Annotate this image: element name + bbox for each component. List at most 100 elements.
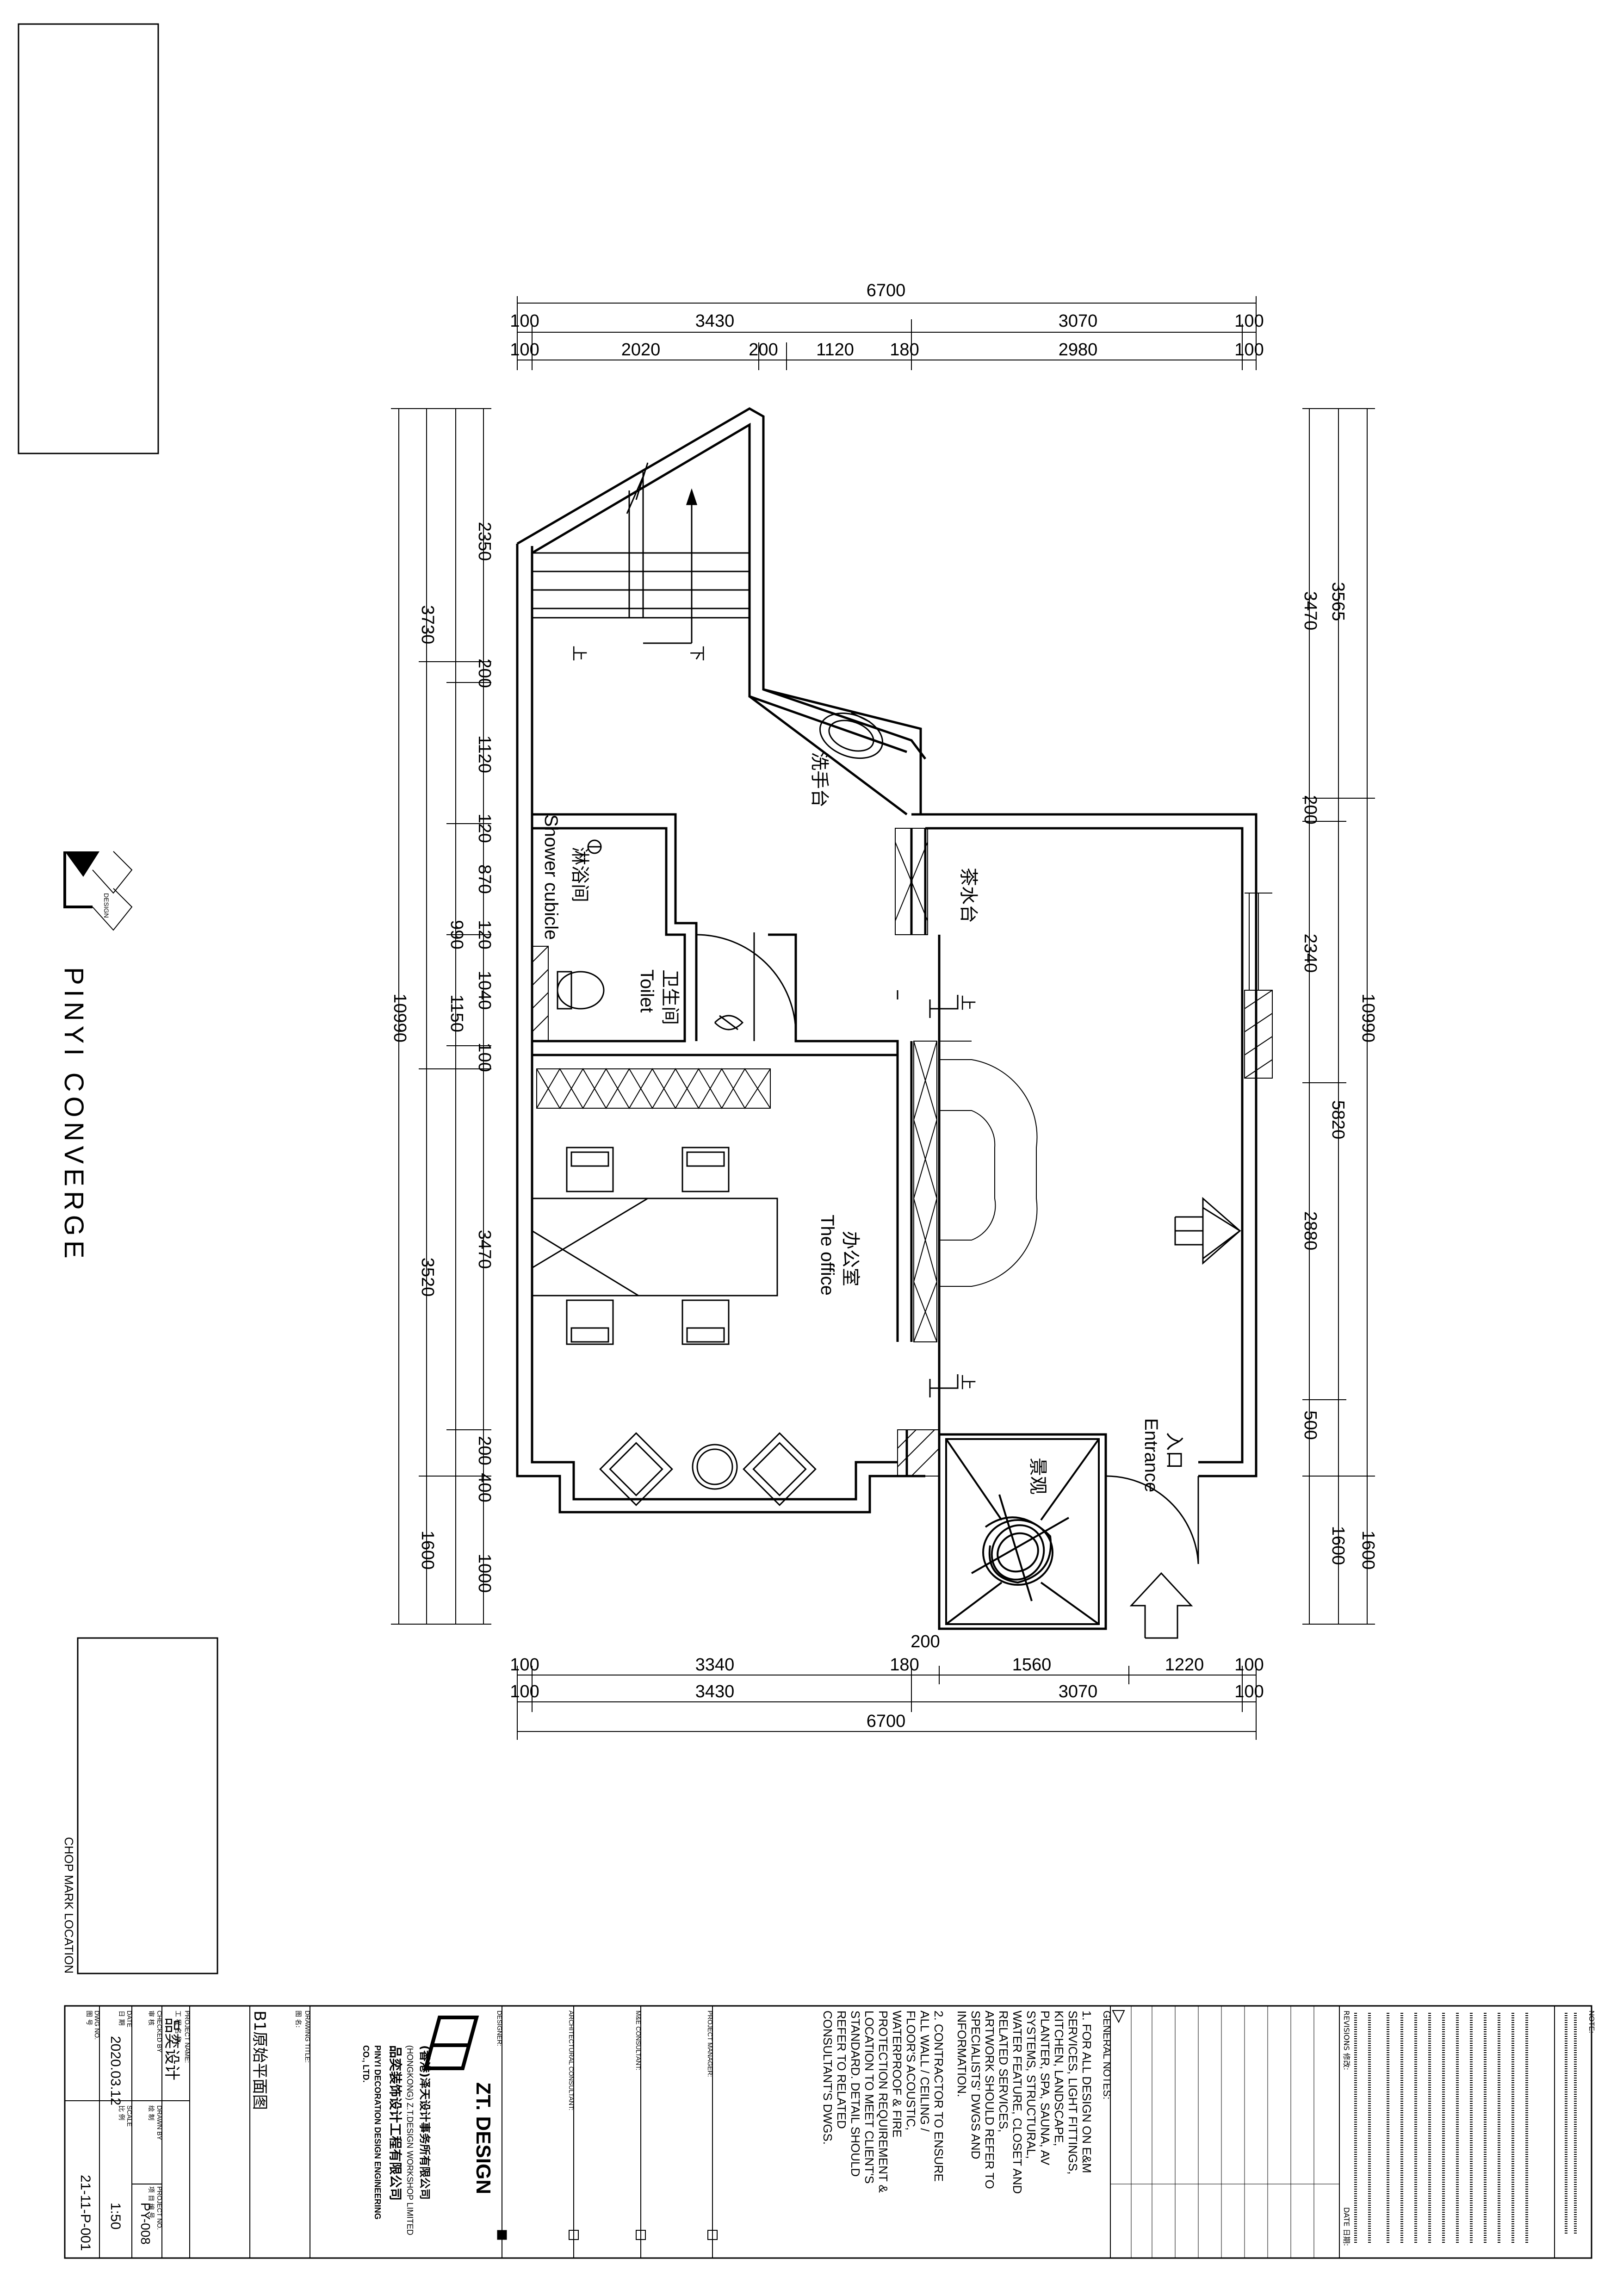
tb-revisions: REVISIONS 修改:: [1342, 2011, 1351, 2070]
dim-overall-right: 10990: [1358, 993, 1378, 1043]
dim: 3340: [695, 1655, 735, 1675]
tb-fine-print: [1354, 2013, 1577, 2244]
chop-mark-label: CHOP MARK LOCATION: [62, 1837, 76, 1973]
tb-drawing-title-label: DRAWING TITLE:: [304, 2011, 311, 2063]
dim: 870: [475, 864, 494, 894]
warning-triangle-icon: [1112, 2010, 1125, 2023]
svg-text:LOCATION TO MEET CLIENT'S: LOCATION TO MEET CLIENT'S: [862, 2011, 876, 2184]
dim: 1220: [1165, 1655, 1204, 1675]
svg-text:INFORMATION.: INFORMATION.: [955, 2011, 969, 2097]
wash-basin: [819, 712, 884, 759]
dim: 100: [1234, 311, 1264, 331]
tb-drawing-title: B1原始平面图: [250, 2011, 269, 2110]
dim: 3470: [475, 1230, 494, 1269]
svg-text:CONSULTANT'S DWGS.: CONSULTANT'S DWGS.: [821, 2011, 835, 2145]
tb-project-name-label: PROJECT NAME:: [184, 2011, 191, 2063]
dim: 5820: [1328, 1100, 1348, 1140]
office-cabinet: [536, 1068, 771, 1109]
tb-note-heading: NOTE:: [1587, 2011, 1595, 2033]
dim: 3730: [418, 605, 437, 645]
stamp-box-top: [18, 23, 159, 454]
dim: 1560: [1012, 1655, 1052, 1675]
dims-right: 10990 3565 5820 1600 3470 200 2340 2880 …: [1301, 582, 1378, 1570]
svg-text:ALL WALL / CEILING /: ALL WALL / CEILING /: [918, 2011, 932, 2132]
dim: 2880: [1301, 1211, 1320, 1251]
label-tea-counter: 茶水台: [958, 868, 979, 923]
dim: 2020: [621, 340, 661, 360]
landscape-feature: [945, 1438, 1100, 1625]
svg-text:RELATED SERVICES,: RELATED SERVICES,: [997, 2011, 1010, 2132]
room-labels: 洗手台 淋浴间 Shower cubicle 卫生间 Toilet 茶水台 办公…: [541, 645, 1185, 1495]
dimension-lines: [391, 296, 1375, 1740]
tb-project-manager: PROJECT MANAGER:: [706, 2011, 714, 2077]
dim: 2350: [475, 522, 494, 561]
label-up-2: 上: [958, 1374, 977, 1390]
dim: 1600: [1358, 1531, 1378, 1570]
dim: 1150: [447, 994, 466, 1032]
logo-triangle-icon: [65, 851, 99, 877]
dim: 100: [1234, 340, 1264, 360]
svg-text:ARTWORK SHOULD REFER TO: ARTWORK SHOULD REFER TO: [983, 2011, 997, 2189]
tea-counter: [895, 828, 928, 935]
dim: 120: [475, 920, 494, 949]
tb-mne: M&E CONSULTANT:: [635, 2011, 642, 2070]
doors: [897, 990, 1241, 1639]
dim-overall-bottom: 6700: [867, 1712, 906, 1731]
dim: 200: [475, 1436, 494, 1465]
logo-mark-icon: [63, 851, 93, 908]
label-toilet-en: Toilet: [637, 969, 657, 1012]
dim: 3520: [418, 1258, 437, 1297]
dim: 100: [1234, 1682, 1264, 1701]
tb-drawn-cn: 绘 制: [147, 2105, 155, 2120]
dim: 200: [911, 1632, 940, 1651]
dim: 200: [475, 658, 494, 688]
tb-project-no-cn: 项 目 编 号: [147, 2186, 155, 2218]
columns: [532, 893, 1273, 1477]
title-block-text: NOTE: REVISIONS 修改: DATE 日期: GENERAL NOT…: [78, 2011, 1595, 2251]
label-up-stair: 上: [570, 645, 588, 661]
svg-text:PLANTER, SPA, SAUNA, AV: PLANTER, SPA, SAUNA, AV: [1038, 2011, 1052, 2166]
dim: 1120: [816, 340, 854, 360]
label-wash-basin: 洗手台: [809, 752, 830, 807]
tb-date: DATE 日期:: [1342, 2207, 1351, 2246]
chop-mark-box: [77, 1637, 218, 1974]
dim: 120: [475, 813, 494, 843]
tb-drawing-title-cn: 图 名:: [294, 2011, 302, 2028]
brand-logo: DESIGN PINYI CONVERGE: [59, 851, 133, 1263]
label-shower-en: Shower cubicle: [541, 814, 561, 940]
dim: 100: [510, 1655, 539, 1675]
tb-company-en3: CO., LTD.: [361, 2045, 371, 2083]
label-up-1: 上: [958, 995, 977, 1011]
tb-date-value: 2020.03.12: [108, 2036, 123, 2105]
dim: 200: [1301, 795, 1320, 824]
dim: 3430: [695, 311, 735, 331]
dim: 100: [510, 311, 539, 331]
dims-top: 6700 100 3430 3070 100 100 2020 200 1120…: [510, 281, 1264, 360]
label-office-en: The office: [817, 1215, 837, 1296]
tb-date-cn: 日 期: [118, 2011, 125, 2025]
dim-overall-left: 10990: [390, 993, 409, 1043]
dim: 3070: [1059, 1682, 1098, 1701]
tb-arch: ARCHITECTURAL CONSULTANT:: [568, 2011, 575, 2110]
label-entrance-en: Entrance: [1141, 1418, 1161, 1492]
dim: 100: [475, 1043, 494, 1072]
dim: 1600: [418, 1531, 437, 1570]
tb-drawn-label: DRAWN BY: [156, 2105, 163, 2141]
tb-company-en1: (HONGKONG) Z.T.DESIGN WORKSHOP LIMITED: [405, 2045, 415, 2235]
dim: 990: [447, 920, 466, 949]
tb-note2: 2. CONTRACTOR TO ENSURE ALL WALL / CEILI…: [821, 2011, 946, 2193]
dim: 400: [475, 1473, 494, 1502]
dim-overall-top: 6700: [867, 281, 906, 300]
svg-text:SPECIALISTS' DWGS AND: SPECIALISTS' DWGS AND: [969, 2011, 983, 2159]
tb-scale-label: SCALE: [126, 2105, 133, 2127]
zt-logo-icon: [423, 2016, 479, 2070]
dim: 1040: [475, 971, 494, 1010]
office-furniture: [531, 1147, 817, 1506]
tb-dwg-no: 21-11-P-001: [78, 2175, 93, 2251]
dim: 1120: [475, 735, 494, 773]
tb-note1: 1. FOR ALL DESIGN ON E&M SERVICES, LIGHT…: [955, 2011, 1094, 2194]
tb-general-notes: GENERAL NOTES:: [1101, 2011, 1113, 2099]
tb-project-name: 品奕设计: [162, 2017, 181, 2080]
label-entrance-cn: 入口: [1164, 1432, 1185, 1469]
